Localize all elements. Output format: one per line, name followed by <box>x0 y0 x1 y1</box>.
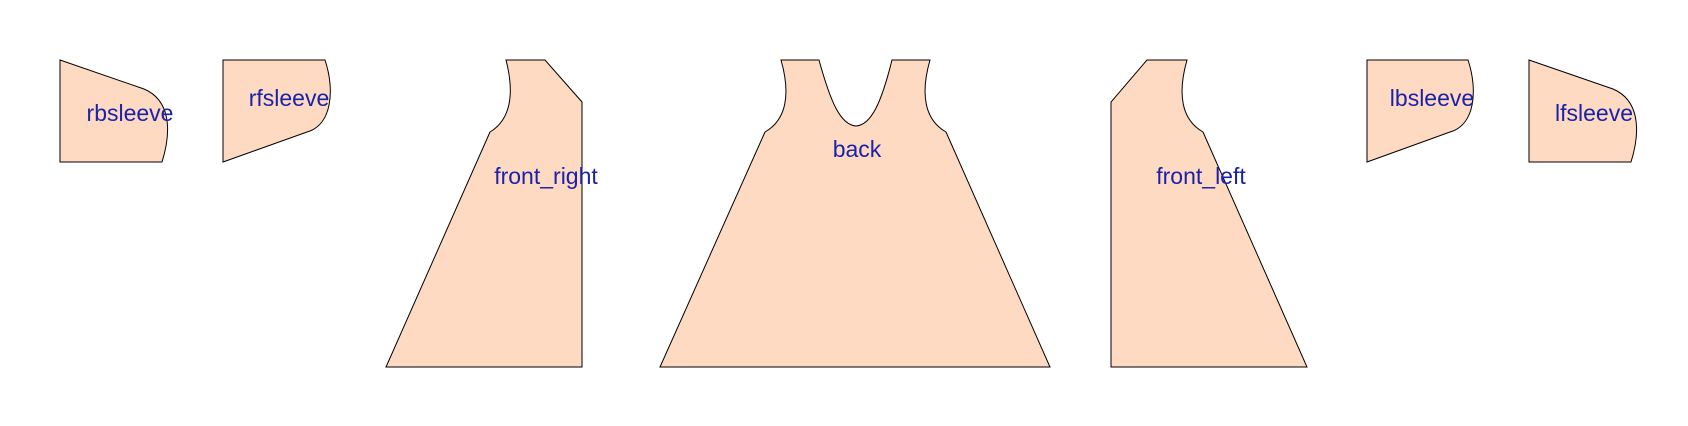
lbsleeve-shape <box>1366 59 1474 163</box>
lbsleeve-label: lbsleeve <box>1390 85 1474 111</box>
front_left-shape <box>1110 59 1308 368</box>
front_right-label: front_right <box>494 163 598 189</box>
back-shape <box>659 59 1051 368</box>
piece-lbsleeve: lbsleeve <box>1366 59 1474 163</box>
lfsleeve-shape <box>1528 59 1637 163</box>
rfsleeve-shape <box>222 59 331 163</box>
rbsleeve-shape <box>59 59 168 163</box>
piece-back: back <box>659 59 1051 368</box>
piece-lfsleeve: lfsleeve <box>1528 59 1637 163</box>
piece-front_left: front_left <box>1110 59 1308 368</box>
front_right-shape <box>385 59 583 368</box>
rfsleeve-label: rfsleeve <box>249 85 330 111</box>
front_left-label: front_left <box>1156 163 1246 189</box>
piece-front_right: front_right <box>385 59 598 368</box>
piece-rfsleeve: rfsleeve <box>222 59 331 163</box>
piece-rbsleeve: rbsleeve <box>59 59 174 163</box>
lfsleeve-label: lfsleeve <box>1555 100 1633 126</box>
back-label: back <box>833 136 882 162</box>
rbsleeve-label: rbsleeve <box>87 100 174 126</box>
